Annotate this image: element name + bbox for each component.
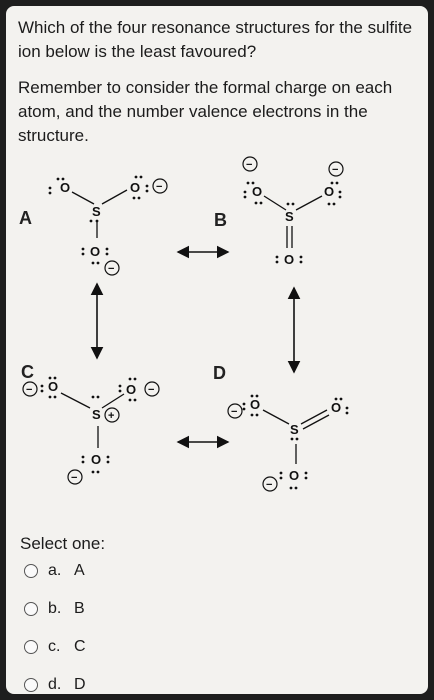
a-minus-charge-2: − [108, 263, 114, 275]
a-oxygen-right: O [130, 180, 140, 195]
d-oxygen-right: O [331, 400, 341, 415]
d-oxygen-left: O [250, 397, 260, 412]
c-oxygen-left: O [48, 379, 58, 394]
b-oxygen-right: O [324, 184, 334, 199]
a-minus-charge: − [156, 181, 162, 193]
d-oxygen-bottom: O [289, 468, 299, 483]
b-sulfur: S [285, 209, 294, 224]
question-prompt: Which of the four resonance structures f… [18, 18, 413, 61]
d-minus-charge-1: − [231, 406, 237, 418]
answer-options: a. A b. B c. C d. D [24, 559, 86, 694]
option-a[interactable]: a. A [24, 559, 86, 583]
c-sulfur: S [92, 407, 101, 422]
question-text: Which of the four resonance structures f… [18, 16, 413, 160]
option-text: D [74, 676, 86, 693]
c-minus-charge-2: − [148, 384, 154, 396]
label-c: C [21, 362, 34, 382]
option-letter: b. [48, 600, 62, 617]
c-minus-charge-3: − [71, 472, 77, 484]
b-minus-charge-2: − [332, 164, 338, 176]
label-d: D [213, 363, 226, 383]
question-card: Which of the four resonance structures f… [6, 6, 428, 694]
option-letter: a. [48, 562, 62, 579]
resonance-structures-diagram: A B C D O S O − O − [19, 156, 349, 492]
option-letter: c. [48, 638, 61, 655]
a-oxygen-left: O [60, 180, 70, 195]
c-minus-charge-1: − [26, 384, 32, 396]
a-sulfur: S [92, 204, 101, 219]
label-a: A [19, 208, 32, 228]
structure-c: − O S + O − O − [22, 376, 160, 485]
label-b: B [214, 210, 227, 230]
option-letter: d. [48, 676, 62, 693]
structure-a: O S O − O − [48, 175, 168, 276]
option-text: A [74, 562, 85, 579]
option-text: C [74, 638, 86, 655]
option-d[interactable]: d. D [24, 673, 86, 694]
b-minus-charge-1: − [246, 159, 252, 171]
option-text: B [74, 600, 85, 617]
select-one-label: Select one: [20, 534, 106, 553]
structure-b: − O S O − O [242, 156, 344, 267]
option-c[interactable]: c. C [24, 635, 86, 659]
c-oxygen-bottom: O [91, 452, 101, 467]
b-oxygen-bottom: O [284, 252, 294, 267]
radio-button-icon[interactable] [24, 678, 38, 692]
question-hint: Remember to consider the formal charge o… [18, 78, 393, 145]
radio-button-icon[interactable] [24, 564, 38, 578]
d-sulfur: S [290, 422, 299, 437]
c-plus-charge: + [108, 410, 114, 422]
a-oxygen-bottom: O [90, 244, 100, 259]
c-oxygen-right: O [126, 382, 136, 397]
b-oxygen-left: O [252, 184, 262, 199]
radio-button-icon[interactable] [24, 602, 38, 616]
d-minus-charge-2: − [266, 479, 272, 491]
structure-d: − O S O O − [227, 394, 349, 492]
radio-button-icon[interactable] [24, 640, 38, 654]
option-b[interactable]: b. B [24, 597, 86, 621]
